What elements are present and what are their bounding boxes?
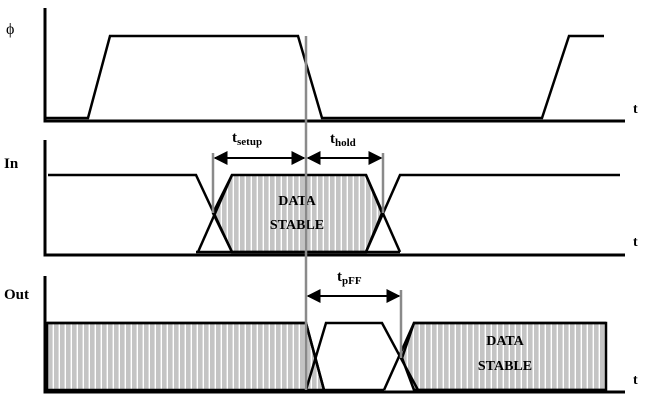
output-old-data-region: [45, 321, 326, 392]
propagation-label-sub: pFF: [342, 275, 362, 287]
propagation-label: tpFF: [337, 269, 362, 287]
input-axis: [43, 140, 625, 257]
clock-signal: ϕ t: [6, 8, 638, 123]
hold-annotation: thold: [306, 131, 383, 165]
output-signal: Out t DATA STABLE: [4, 276, 638, 394]
output-stable-text-line2: STABLE: [478, 359, 532, 374]
input-label: In: [4, 156, 19, 172]
setup-label-sub: setup: [237, 136, 262, 148]
input-stable-text-line2: STABLE: [270, 218, 324, 233]
input-rising-edge: [196, 174, 234, 253]
clock-label: ϕ: [6, 21, 14, 38]
clock-axis: [43, 8, 625, 123]
setup-annotation: tsetup: [213, 130, 306, 165]
output-label: Out: [4, 287, 29, 303]
input-axis-label: t: [633, 235, 638, 250]
output-axis: [43, 276, 625, 394]
input-stable-text-line1: DATA: [278, 194, 316, 209]
clock-axis-label: t: [633, 102, 638, 117]
propagation-annotation: tpFF: [306, 269, 401, 303]
hold-label-sub: hold: [335, 137, 356, 149]
input-rising-edge-2: [364, 173, 620, 253]
setup-label-main: t: [232, 130, 237, 146]
hold-label: thold: [330, 131, 356, 149]
timing-markers: [211, 36, 403, 390]
clock-waveform: [45, 34, 604, 120]
propagation-label-main: t: [337, 269, 342, 285]
input-data-stable-region: [211, 173, 384, 254]
input-falling-edge: [48, 173, 234, 253]
hold-label-main: t: [330, 131, 335, 147]
output-stable-text-line1: DATA: [486, 334, 524, 349]
setup-label: tsetup: [232, 130, 262, 148]
output-rising-edge: [382, 321, 606, 391]
output-axis-label: t: [633, 373, 638, 388]
